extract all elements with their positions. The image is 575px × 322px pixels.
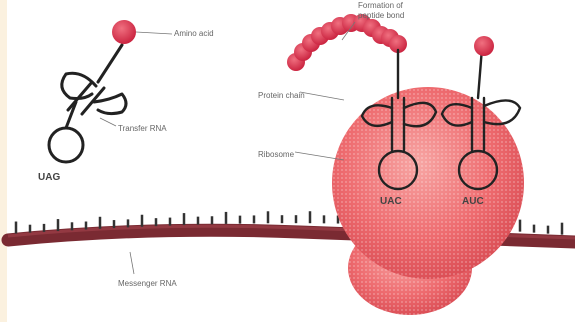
amino-acid-incoming [474,36,494,56]
label-protein-chain: Protein chain [258,91,305,100]
anticodon-right: AUC [462,196,484,207]
label-ribosome: Ribosome [258,150,295,159]
label-amino-acid: Amino acid [174,29,214,38]
left-edge-strip [0,0,7,322]
anticodon-left: UAC [380,196,402,207]
protein-chain [287,14,407,71]
label-transfer-rna: Transfer RNA [118,124,167,133]
label-peptide-bond: Formation of peptide bond [358,1,405,20]
free-transfer-rna [49,45,126,162]
anticodon-free: UAG [38,172,60,183]
label-messenger-rna: Messenger RNA [118,279,177,288]
amino-acid-free [112,20,136,44]
